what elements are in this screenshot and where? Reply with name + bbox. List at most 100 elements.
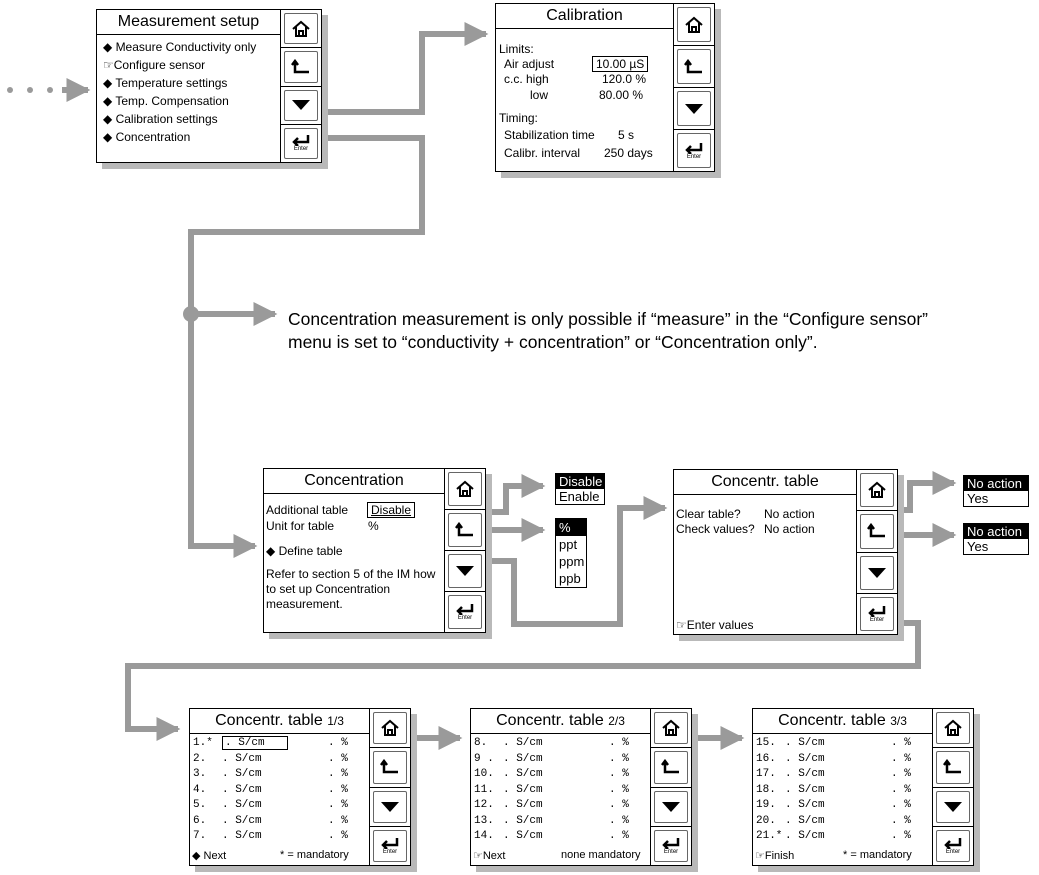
- enter-key[interactable]: Enter: [281, 125, 321, 162]
- table-row-concentration[interactable]: . %: [609, 814, 629, 827]
- back-key[interactable]: [651, 748, 691, 788]
- enter-key[interactable]: Enter: [674, 130, 714, 171]
- back-key[interactable]: [445, 510, 485, 551]
- table-row-conductivity[interactable]: . S/cm: [503, 830, 543, 842]
- down-key[interactable]: [445, 551, 485, 592]
- down-key[interactable]: [281, 87, 321, 125]
- enter-key[interactable]: Enter: [370, 827, 410, 865]
- option-ppm[interactable]: ppm: [559, 554, 585, 569]
- table-row-concentration[interactable]: . %: [328, 737, 348, 749]
- enter-key[interactable]: Enter: [445, 592, 485, 632]
- interval-value[interactable]: 250 days: [604, 146, 653, 160]
- cc-high-value[interactable]: 120.0 %: [602, 72, 647, 86]
- back-key[interactable]: [933, 748, 973, 788]
- back-key[interactable]: [674, 46, 714, 88]
- menu-item-measure[interactable]: ◆ Measure Conductivity only: [103, 40, 257, 54]
- table-row-concentration[interactable]: . %: [609, 783, 629, 796]
- table-row-conductivity[interactable]: . S/cm: [785, 799, 825, 811]
- table-row-conductivity[interactable]: . S/cm: [503, 799, 543, 811]
- menu-item-concentration[interactable]: ◆ Concentration: [103, 130, 191, 144]
- table-row-conductivity[interactable]: . S/cm: [785, 814, 825, 827]
- option-percent[interactable]: %: [556, 519, 586, 536]
- define-table-item[interactable]: ◆ Define table: [266, 544, 343, 558]
- table-row-concentration[interactable]: . %: [609, 768, 629, 780]
- table-row-conductivity[interactable]: . S/cm: [222, 830, 262, 842]
- down-key[interactable]: [651, 788, 691, 827]
- table-row-concentration[interactable]: . %: [328, 752, 348, 765]
- enter-values-item[interactable]: ☞Enter values: [676, 618, 754, 632]
- menu-item-temperature[interactable]: ◆ Temperature settings: [103, 76, 228, 90]
- table-row-concentration[interactable]: . %: [609, 737, 629, 749]
- table-row-conductivity[interactable]: . S/cm: [785, 768, 825, 780]
- table-row-concentration[interactable]: . %: [328, 768, 348, 780]
- stabilization-value[interactable]: 5 s: [618, 128, 635, 142]
- menu-item-temp-compensation[interactable]: ◆ Temp. Compensation: [103, 94, 229, 108]
- home-key[interactable]: [651, 709, 691, 749]
- table-row-concentration[interactable]: . %: [328, 830, 348, 842]
- low-value[interactable]: 80.00 %: [599, 88, 644, 102]
- down-key[interactable]: [674, 88, 714, 130]
- enter-key[interactable]: Enter: [857, 594, 897, 634]
- table-page-footer-left[interactable]: ☞Next: [473, 850, 506, 862]
- table-row-conductivity[interactable]: . S/cm: [222, 814, 262, 827]
- table-row-concentration[interactable]: . %: [891, 783, 911, 796]
- enter-key[interactable]: Enter: [933, 827, 973, 865]
- option-yes[interactable]: Yes: [967, 539, 989, 554]
- option-ppt[interactable]: ppt: [559, 537, 578, 552]
- check-values-value[interactable]: No action: [764, 522, 815, 536]
- table-row-concentration[interactable]: . %: [891, 737, 911, 749]
- air-adjust-field[interactable]: 10.00 µS: [592, 56, 649, 72]
- option-ppb[interactable]: ppb: [559, 571, 581, 586]
- table-row-conductivity[interactable]: . S/cm: [222, 752, 262, 765]
- home-key[interactable]: [281, 10, 321, 49]
- table-row-concentration[interactable]: . %: [891, 830, 911, 842]
- option-no-action[interactable]: No action: [964, 476, 1028, 491]
- table-row-conductivity[interactable]: . S/cm: [222, 783, 262, 796]
- additional-table-field[interactable]: Disable: [367, 502, 416, 518]
- option-enable[interactable]: Enable: [559, 489, 600, 504]
- table-row-concentration[interactable]: . %: [891, 768, 911, 780]
- down-key[interactable]: [370, 788, 410, 827]
- home-key[interactable]: [933, 709, 973, 749]
- table-row-conductivity[interactable]: . S/cm: [503, 814, 543, 827]
- table-row-conductivity[interactable]: . S/cm: [503, 783, 543, 796]
- table-row-concentration[interactable]: . %: [609, 799, 629, 811]
- table-row-concentration[interactable]: . %: [891, 814, 911, 827]
- back-key[interactable]: [281, 48, 321, 87]
- table-row-concentration[interactable]: . %: [328, 814, 348, 827]
- down-key[interactable]: [857, 553, 897, 594]
- option-no-action[interactable]: No action: [964, 524, 1028, 539]
- table-row-concentration[interactable]: . %: [609, 830, 629, 842]
- table-row-conductivity[interactable]: . S/cm: [785, 752, 825, 765]
- table-row-concentration[interactable]: . %: [891, 752, 911, 765]
- down-key[interactable]: [933, 788, 973, 827]
- option-yes[interactable]: Yes: [967, 491, 989, 506]
- back-key[interactable]: [370, 748, 410, 788]
- option-disable[interactable]: Disable: [556, 474, 604, 489]
- menu-item-configure-sensor[interactable]: ☞Configure sensor: [103, 58, 206, 72]
- home-key[interactable]: [674, 4, 714, 46]
- enter-key[interactable]: Enter: [651, 827, 691, 865]
- table-row-conductivity[interactable]: . S/cm: [503, 768, 543, 780]
- table-row-conductivity[interactable]: . S/cm: [785, 783, 825, 796]
- table-row-conductivity[interactable]: . S/cm: [785, 737, 825, 749]
- menu-item-calibration-settings[interactable]: ◆ Calibration settings: [103, 112, 218, 126]
- table-row-conductivity[interactable]: . S/cm: [222, 736, 288, 750]
- table-page-footer-left[interactable]: ◆ Next: [192, 850, 227, 862]
- table-row-concentration[interactable]: . %: [609, 752, 629, 765]
- table-row-concentration[interactable]: . %: [328, 799, 348, 811]
- table-row-conductivity[interactable]: . S/cm: [222, 799, 262, 811]
- clear-table-value[interactable]: No action: [764, 507, 815, 521]
- table-row-conductivity[interactable]: . S/cm: [785, 830, 825, 842]
- table-page-footer-left[interactable]: ☞Finish: [755, 850, 795, 862]
- home-key[interactable]: [370, 709, 410, 749]
- back-key[interactable]: [857, 511, 897, 553]
- home-key[interactable]: [857, 470, 897, 512]
- table-row-conductivity[interactable]: . S/cm: [222, 768, 262, 780]
- table-row-conductivity[interactable]: . S/cm: [503, 737, 543, 749]
- home-key[interactable]: [445, 469, 485, 510]
- unit-for-table-value[interactable]: %: [368, 519, 379, 533]
- table-row-concentration[interactable]: . %: [891, 799, 911, 811]
- table-row-concentration[interactable]: . %: [328, 783, 348, 796]
- table-row-conductivity[interactable]: . S/cm: [503, 752, 543, 765]
